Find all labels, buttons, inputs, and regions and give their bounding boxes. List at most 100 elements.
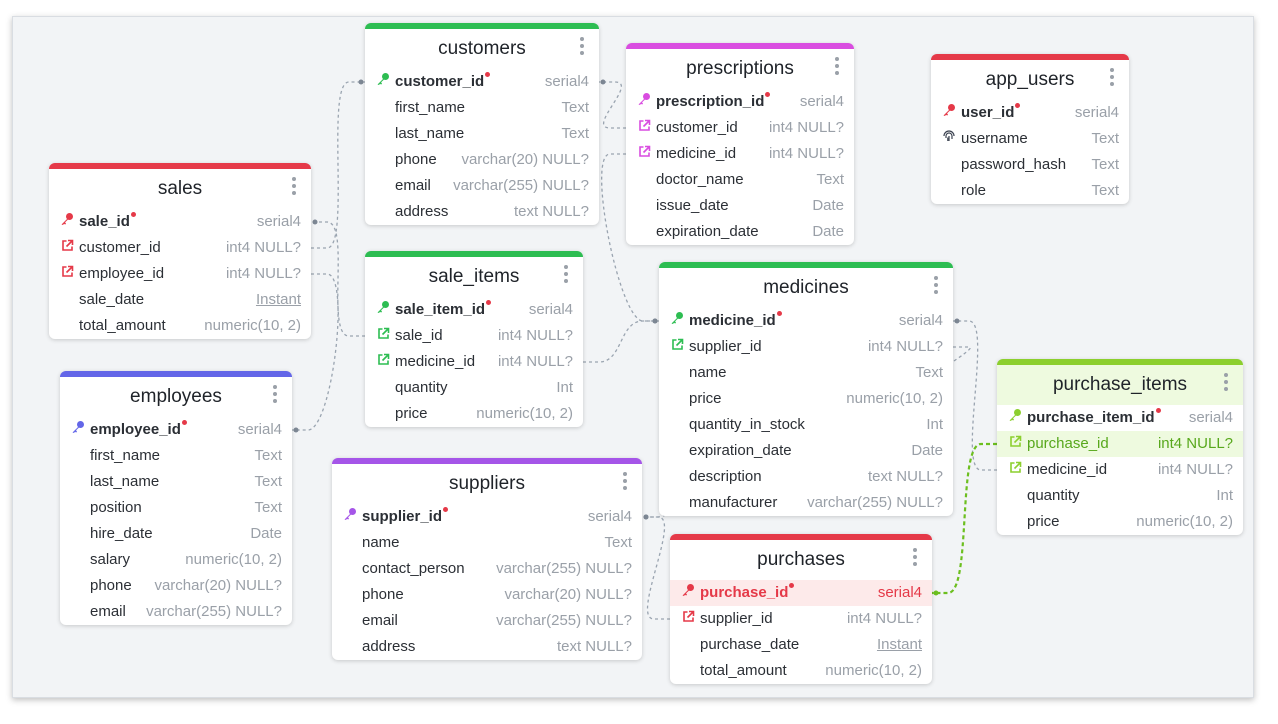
relation-endpoint [600, 79, 606, 85]
more-vert-icon[interactable] [834, 57, 840, 79]
table-header[interactable]: customers [365, 29, 599, 69]
table-header[interactable]: medicines [659, 268, 953, 308]
more-vert-icon[interactable] [291, 177, 297, 199]
more-vert-icon[interactable] [622, 472, 628, 494]
column-type: Text [561, 99, 589, 116]
table-header[interactable]: prescriptions [626, 49, 854, 89]
table-header[interactable]: sale_items [365, 257, 583, 297]
more-vert-icon[interactable] [272, 385, 278, 407]
table-title: employees [130, 386, 222, 407]
table-title: customers [438, 38, 526, 59]
column-name: purchase_id [1027, 435, 1109, 452]
more-vert-icon[interactable] [1109, 68, 1115, 90]
column-type: varchar(255) NULL? [496, 612, 632, 629]
table-title: purchase_items [1052, 374, 1188, 395]
column-name: address [395, 203, 449, 220]
table-header[interactable]: purchases [670, 540, 932, 580]
more-vert-icon[interactable] [579, 37, 585, 59]
more-vert-icon[interactable] [563, 265, 569, 287]
column-name: employee_id [90, 417, 187, 443]
foreign-key-icon [1007, 431, 1023, 457]
table-header[interactable]: sales [49, 169, 311, 209]
more-vert-icon[interactable] [1223, 373, 1229, 395]
table-header[interactable]: app_users [931, 60, 1129, 100]
column-name: email [395, 177, 431, 194]
table-header[interactable]: purchase_items [997, 365, 1243, 405]
required-dot [1015, 103, 1021, 108]
more-vert-icon[interactable] [933, 276, 939, 298]
table-header[interactable]: suppliers [332, 464, 642, 504]
more-vert-icon[interactable] [912, 548, 918, 570]
table-header[interactable]: employees [60, 377, 292, 417]
